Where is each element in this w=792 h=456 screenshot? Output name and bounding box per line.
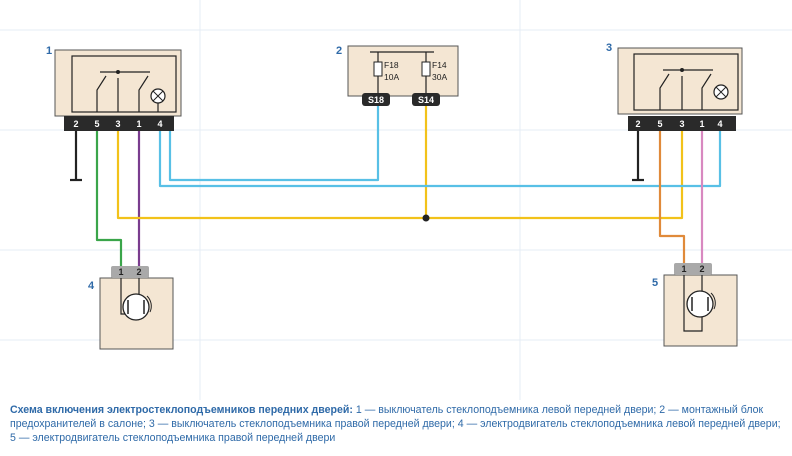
- sw1-pin-3: 3: [115, 119, 120, 129]
- fuse-f18-id: F18: [384, 60, 399, 70]
- wire-blue-right: [716, 131, 722, 188]
- component-number-3: 3: [606, 42, 612, 54]
- sw3-pin-2: 2: [635, 119, 640, 129]
- component-number-5: 5: [652, 277, 658, 289]
- fuse-pin-s14: S14: [418, 95, 434, 105]
- component-number-1: 1: [46, 45, 52, 57]
- switch-right-door: [617, 47, 743, 131]
- yellow-junction: [422, 214, 430, 222]
- sw3-pin-5: 5: [657, 119, 662, 129]
- sw3-pin-4: 4: [717, 119, 722, 129]
- fuse-f14-id: F14: [432, 60, 447, 70]
- wire-blue-left: [168, 106, 380, 182]
- wire-blue-left-2: [158, 131, 716, 188]
- wire-yellow-right: [426, 131, 684, 220]
- wire-yellow-left: [116, 131, 426, 220]
- caption-text: 1 — выключатель стеклоподъемника левой п…: [10, 404, 781, 444]
- sw1-pin-1: 1: [136, 119, 141, 129]
- switch-left-door: [54, 49, 182, 131]
- sw1-pin-2: 2: [73, 119, 78, 129]
- fuse-f18-rating: 10A: [384, 72, 399, 82]
- figure-caption: Схема включения электростеклоподъемников…: [10, 403, 786, 445]
- wire-green: [95, 131, 123, 266]
- motor-right-door: [663, 263, 738, 347]
- m5-pin-1: 1: [681, 264, 686, 274]
- component-number-2: 2: [336, 45, 342, 57]
- m5-pin-2: 2: [699, 264, 704, 274]
- fuse-pin-s18: S18: [368, 95, 384, 105]
- sw3-pin-1: 1: [699, 119, 704, 129]
- fuse-f14-rating: 30A: [432, 72, 447, 82]
- sw3-pin-3: 3: [679, 119, 684, 129]
- component-number-4: 4: [88, 280, 95, 292]
- motor-left-door: [99, 266, 174, 350]
- sw1-pin-5: 5: [94, 119, 99, 129]
- caption-title: Схема включения электростеклоподъемников…: [10, 404, 353, 416]
- fuse-block: [347, 45, 459, 106]
- m4-pin-2: 2: [136, 267, 141, 277]
- wire-orange: [658, 131, 686, 263]
- sw1-pin-4: 4: [157, 119, 162, 129]
- m4-pin-1: 1: [118, 267, 123, 277]
